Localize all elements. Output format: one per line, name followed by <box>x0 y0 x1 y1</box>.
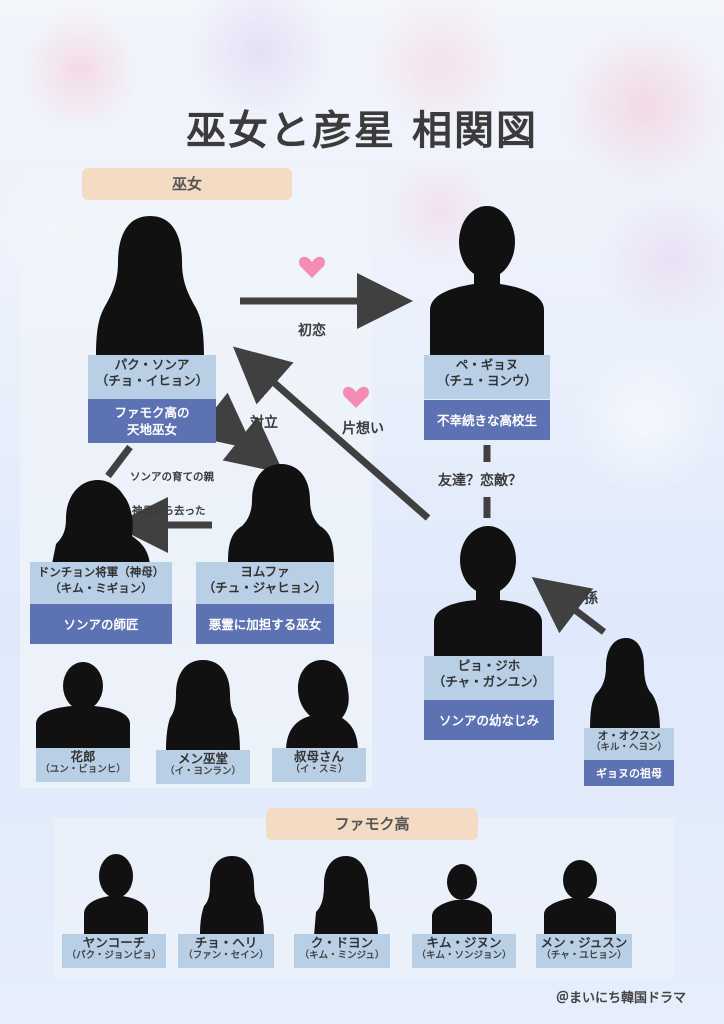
line-raised <box>105 444 133 479</box>
relation-raised: ソンアの育ての親 <box>130 471 214 483</box>
kimjiun-name-label: キム・ジヌン （キム・ソンジョン） <box>412 934 516 968</box>
dongcheon-name-label: ドンチョン将軍（神母） （キム・ミギョン） <box>30 562 172 604</box>
choheri-actor: （ファン・セイン） <box>183 950 269 961</box>
gyeon-actor: （チュ・ヨンウ） <box>436 373 537 388</box>
kimjiun-actor: （キム・ソンジョン） <box>416 950 512 961</box>
relation-first-love: 初恋 <box>298 323 326 339</box>
relation-grandchild: 孫 <box>584 591 598 607</box>
menjuseun-actor: （チャ・ユヒョン） <box>541 950 627 961</box>
okseon-name-label: オ・オクスン （キル・ヘヨン） <box>584 728 674 760</box>
dongcheon-silhouette-icon <box>52 480 150 564</box>
men-mudang-name-label: メン巫堂 （イ・ヨンラン） <box>156 750 250 784</box>
relation-one-sided: 片想い <box>342 421 384 437</box>
hwarang-name: 花郎 <box>70 749 96 764</box>
dongcheon-actor: （キム・ミギョン） <box>49 581 153 595</box>
sona-role-line2: 天地巫女 <box>126 422 177 437</box>
kimjiun-name: キム・ジヌン <box>426 935 502 950</box>
sona-role-label: ファモク高の 天地巫女 <box>88 399 216 443</box>
jiho-actor: （チャ・ガンユン） <box>432 674 546 689</box>
jiho-role-label: ソンアの幼なじみ <box>424 700 554 740</box>
okseon-role: ギョヌの祖母 <box>596 766 662 780</box>
yeomhwa-name-label: ヨムファ （チュ・ジャヒョン） <box>196 562 334 604</box>
kudoyeon-name-label: ク・ドヨン （キム・ミンジュ） <box>294 934 390 968</box>
hwarang-name-label: 花郎 （ユン・ビョンヒ） <box>36 748 130 782</box>
gyeon-role-label: 不幸続きな高校生 <box>424 400 550 440</box>
jiho-name: ピョ・ジホ <box>457 658 521 673</box>
arrow-rivalry <box>192 392 284 474</box>
kudoyeon-actor: （キム・ミンジュ） <box>299 950 385 961</box>
gyeon-role: 不幸続きな高校生 <box>436 412 537 428</box>
relation-left-mentor: 神母から去った <box>132 505 206 517</box>
sona-actor: （チョ・イヒョン） <box>95 373 209 388</box>
kimjiun-silhouette-icon <box>432 864 492 936</box>
sona-silhouette-icon <box>96 216 204 356</box>
sona-name-label: パク・ソンア （チョ・イヒョン） <box>88 355 216 399</box>
credit-text: ＠まいにち韓国ドラマ <box>555 991 686 1006</box>
choheri-name: チョ・ヘリ <box>194 935 258 950</box>
arrow-one-sided <box>232 346 431 521</box>
okseon-actor: （キル・ヘヨン） <box>590 742 667 753</box>
aunt-silhouette-icon <box>286 660 358 752</box>
heart-icon <box>299 256 325 278</box>
dongcheon-name: ドンチョン将軍（神母） <box>37 565 165 579</box>
sona-name: パク・ソンア <box>114 357 190 372</box>
relation-rivalry: 対立 <box>250 415 278 431</box>
hwarang-actor: （ユン・ビョンヒ） <box>40 764 126 775</box>
relation-friend-or-rival: 友達？恋敵？ <box>438 473 522 489</box>
gyeon-name-label: ペ・ギョヌ （チュ・ヨンウ） <box>424 355 550 399</box>
section-tag-school: ファモク高 <box>266 808 478 840</box>
menjuseun-name: メン・ジュスン <box>540 935 628 950</box>
jiho-silhouette-icon <box>434 526 542 658</box>
arrow-grandchild <box>531 577 607 635</box>
okseon-silhouette-icon <box>590 638 660 730</box>
kudoyeon-silhouette-icon <box>314 856 378 936</box>
yeomhwa-name: ヨムファ <box>240 564 290 579</box>
men-mudang-silhouette-icon <box>166 660 240 752</box>
men-mudang-name: メン巫堂 <box>177 751 228 766</box>
hwarang-silhouette-icon <box>36 662 130 750</box>
choheri-silhouette-icon <box>200 856 264 936</box>
yankochi-actor: （パク・ジョンピョ） <box>66 950 162 961</box>
choheri-name-label: チョ・ヘリ （ファン・セイン） <box>178 934 274 968</box>
jiho-role: ソンアの幼なじみ <box>438 712 539 728</box>
men-mudang-actor: （イ・ヨンラン） <box>164 766 241 777</box>
okseon-name: オ・オクスン <box>597 730 661 742</box>
yankochi-name: ヤンコーチ <box>82 935 146 950</box>
yankochi-name-label: ヤンコーチ （パク・ジョンピョ） <box>62 934 166 968</box>
dongcheon-role-label: ソンアの師匠 <box>30 604 172 644</box>
gyeon-name: ペ・ギョヌ <box>455 357 519 372</box>
gyeon-silhouette-icon <box>430 206 544 356</box>
yeomhwa-silhouette-icon <box>228 464 334 562</box>
aunt-name: 叔母さん <box>293 749 344 764</box>
aunt-actor: （イ・スミ） <box>290 764 348 775</box>
section-tag-miko: 巫女 <box>82 168 292 200</box>
sona-role-line1: ファモク高の <box>114 405 190 420</box>
yeomhwa-actor: （チュ・ジャヒョン） <box>202 580 328 595</box>
jiho-name-label: ピョ・ジホ （チャ・ガンユン） <box>424 656 554 700</box>
heart-icon <box>343 386 369 408</box>
kudoyeon-name: ク・ドヨン <box>310 935 374 950</box>
yeomhwa-role: 悪霊に加担する巫女 <box>208 616 322 632</box>
menjuseun-name-label: メン・ジュスン （チャ・ユヒョン） <box>536 934 632 968</box>
menjuseun-silhouette-icon <box>544 860 616 936</box>
yeomhwa-role-label: 悪霊に加担する巫女 <box>196 604 334 644</box>
yankochi-silhouette-icon <box>84 854 148 938</box>
aunt-name-label: 叔母さん （イ・スミ） <box>272 748 366 782</box>
okseon-role-label: ギョヌの祖母 <box>584 760 674 786</box>
page-title: 巫女と彦星 相関図 <box>186 108 538 154</box>
dongcheon-role: ソンアの師匠 <box>63 616 139 632</box>
